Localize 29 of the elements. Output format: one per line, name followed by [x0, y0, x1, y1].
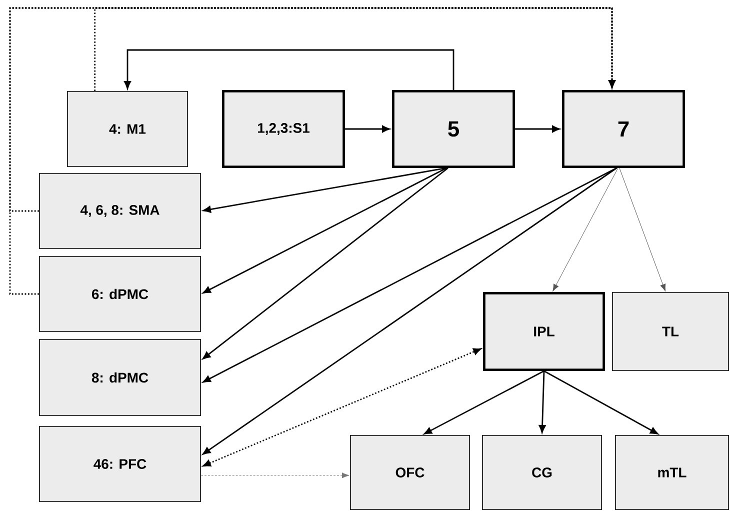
arrow [544, 370, 658, 434]
arrow [202, 167, 448, 360]
arrow [202, 167, 447, 294]
area-box: 8: dPMC [39, 339, 201, 416]
arrow [619, 168, 666, 292]
arrow [9, 7, 616, 295]
arrow [202, 167, 617, 383]
arrow [424, 370, 544, 434]
arrow [552, 168, 618, 292]
arrow [538, 370, 546, 433]
area-box: TL [612, 292, 729, 371]
arrow [515, 126, 560, 132]
arrow [345, 126, 390, 132]
area-box: 5 [392, 90, 515, 168]
area-box: CG [482, 435, 602, 510]
area-box: 46: PFC [39, 426, 201, 502]
arrow [124, 49, 454, 90]
arrow [202, 167, 447, 213]
area-box: 4: M1 [67, 91, 188, 167]
area-box: 6: dPMC [39, 256, 201, 332]
arrow [200, 472, 350, 478]
arrow [202, 167, 618, 455]
area-box: 1,2,3:S1 [222, 90, 345, 168]
area-box: OFC [350, 435, 470, 510]
area-box: 7 [562, 90, 685, 168]
arrow [202, 348, 482, 466]
area-box: mTL [615, 435, 729, 510]
area-box: IPL [483, 292, 605, 371]
area-box: 4, 6, 8: SMA [39, 173, 201, 249]
